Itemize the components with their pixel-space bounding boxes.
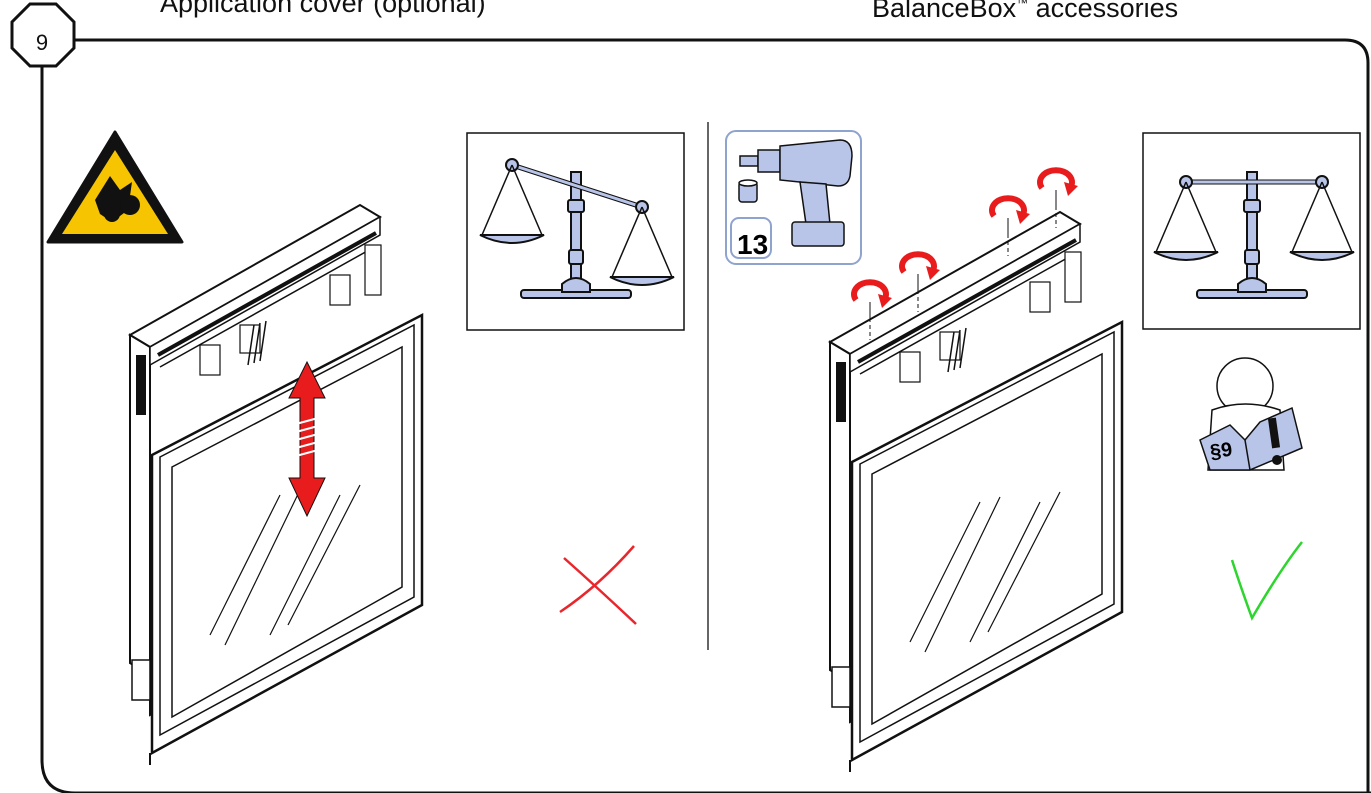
cross-icon [559,545,637,625]
checkmark-icon [1230,541,1303,621]
read-manual-icon [1199,357,1303,471]
manual-reference-label: §9 [1208,438,1234,464]
right-header-title: BalanceBox™ accessories [872,0,1178,25]
left-header-title: Application cover (optional) [160,0,486,18]
balancebox-unit-left [128,203,424,767]
right-header-suffix: accessories [1035,0,1179,23]
cordless-drill-icon [739,139,853,247]
right-header-brand: BalanceBox [872,0,1017,23]
step-number-badge [10,2,76,68]
crush-hazard-warning-icon [46,130,184,244]
up-down-arrow-icon [288,360,326,518]
step-number: 9 [35,30,49,55]
socket-bit-icon [738,179,758,203]
rotation-arrow-icon-4 [1040,170,1078,206]
tool-box [725,130,862,265]
unbalanced-scale-icon [466,132,685,331]
balancebox-unit-right [828,210,1124,774]
balanced-scale-icon [1142,132,1361,330]
rotation-arrow-icon-3 [992,198,1030,234]
socket-size-label: 13 [737,229,769,260]
bolt-guides [869,206,1057,340]
